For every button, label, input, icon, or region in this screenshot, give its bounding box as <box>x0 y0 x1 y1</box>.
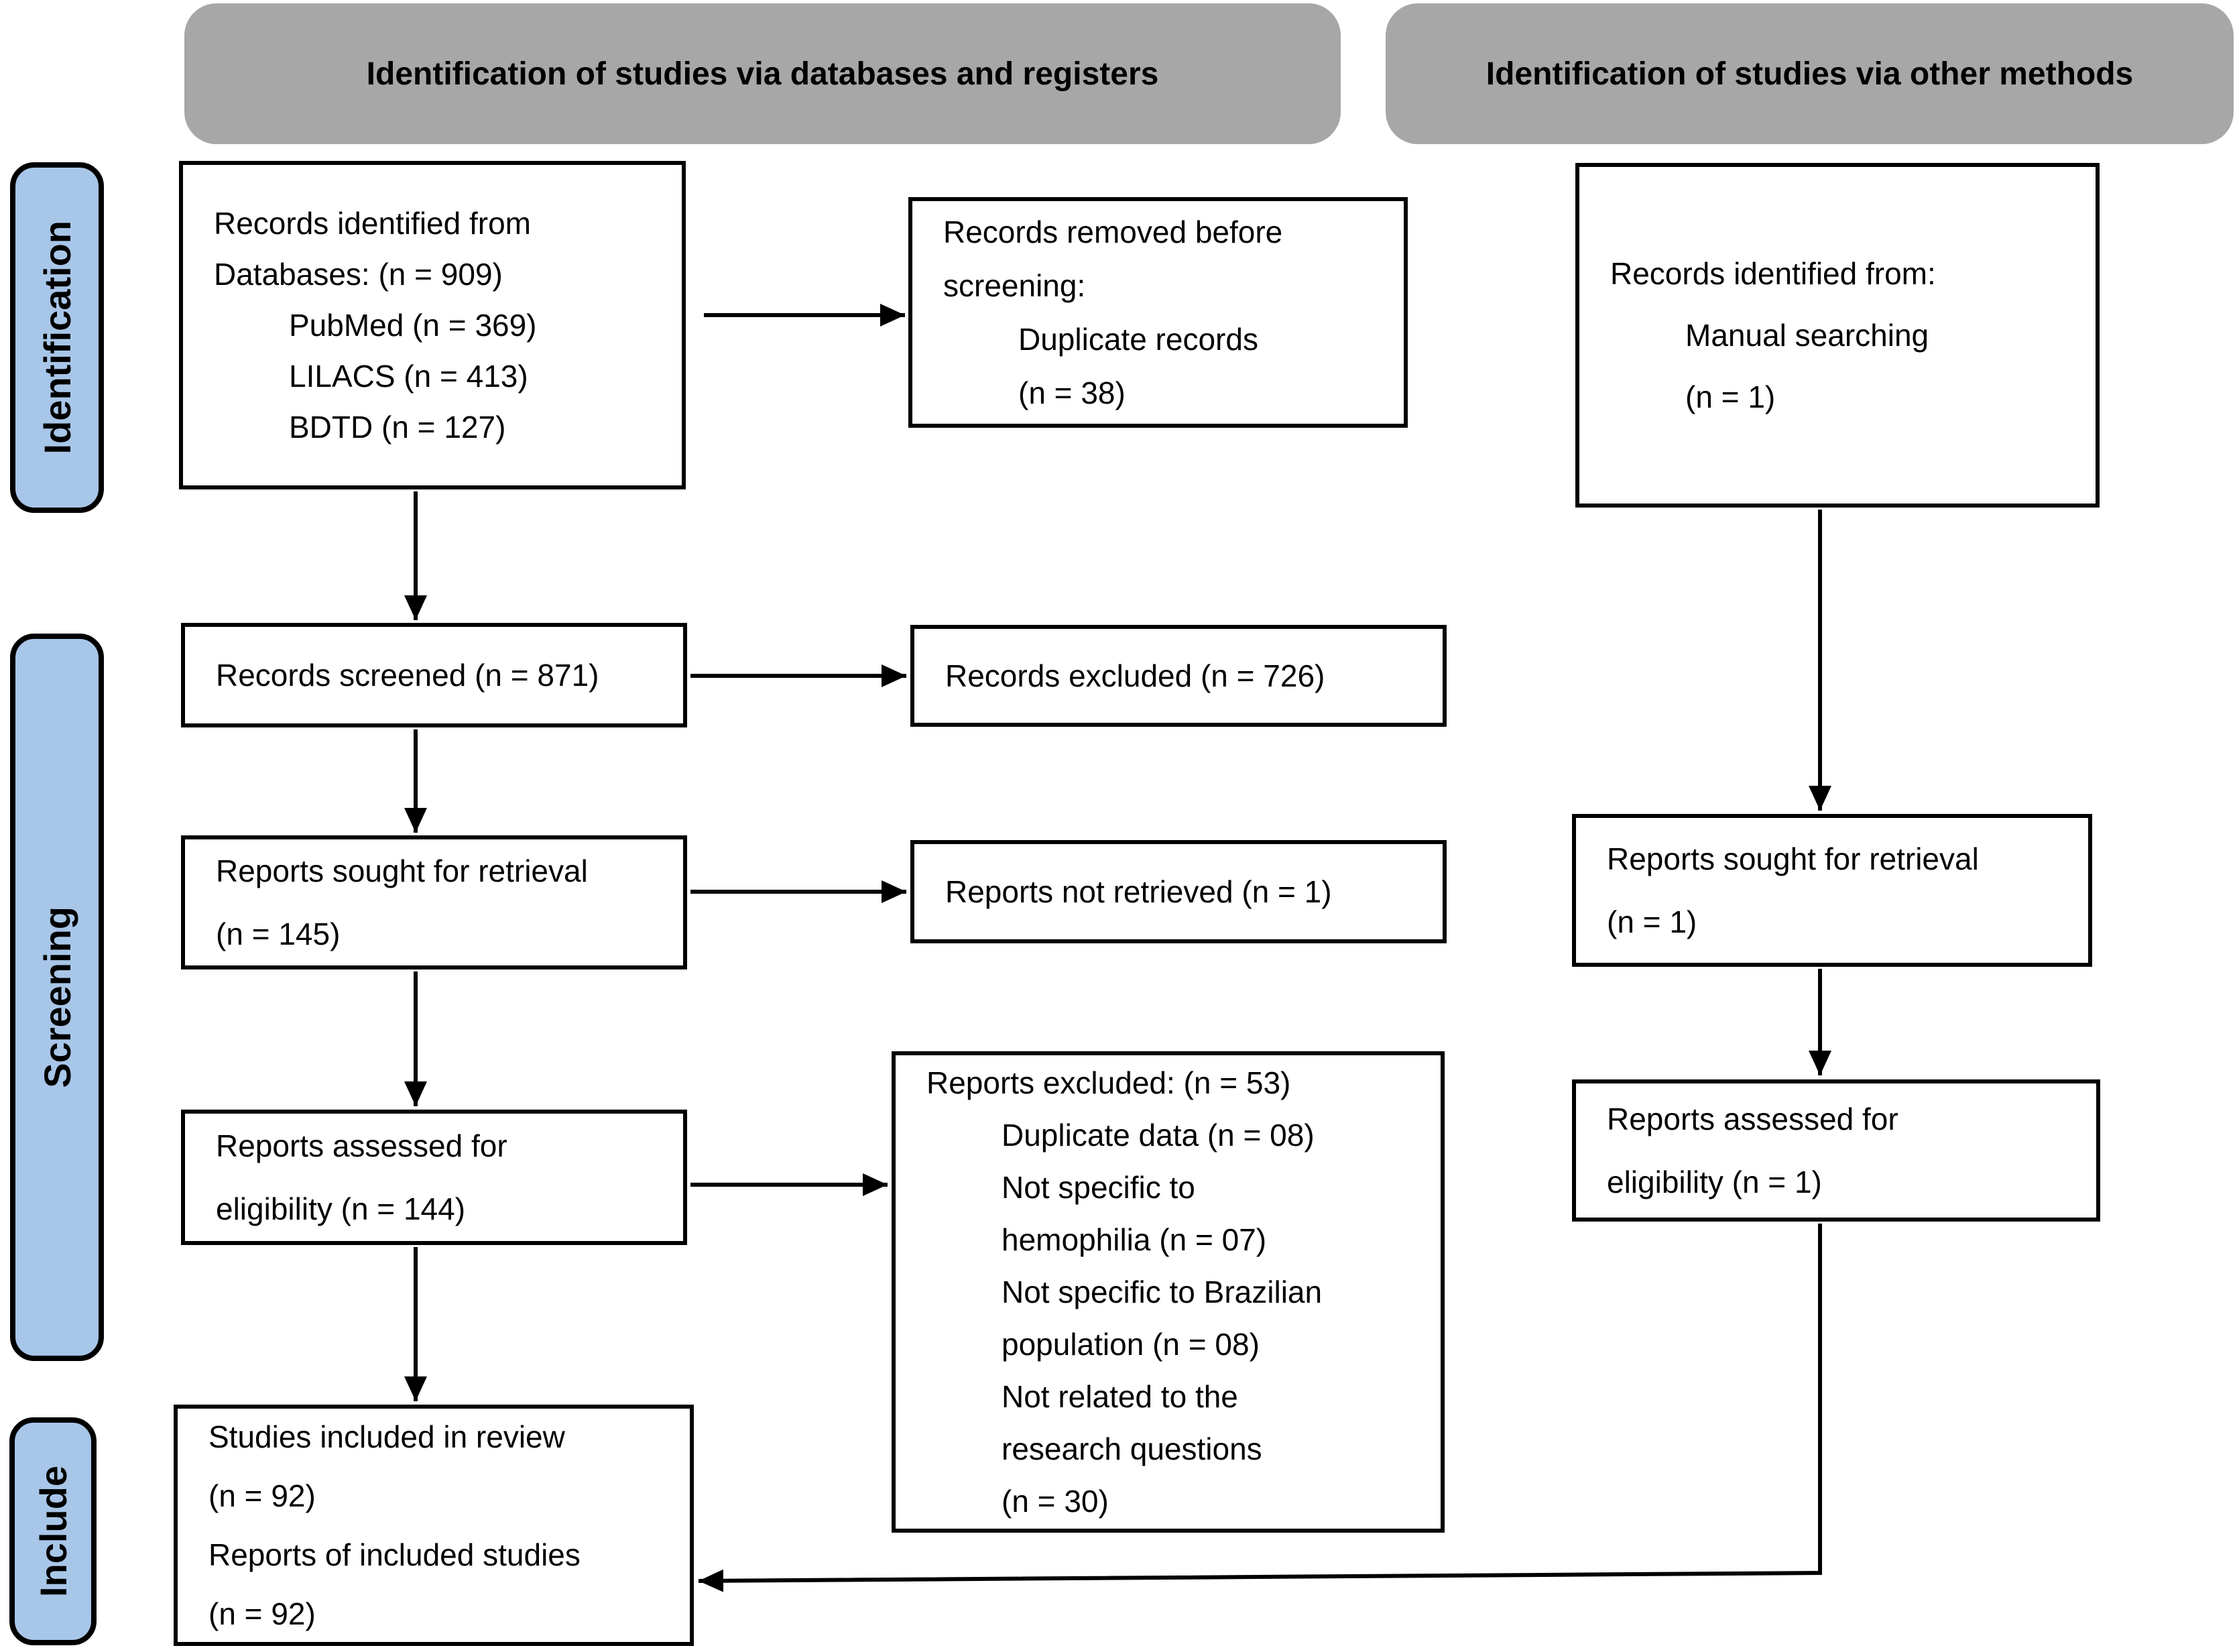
box-text-line: research questions <box>1002 1431 1262 1466</box>
box-text-line: Reports not retrieved (n = 1) <box>945 874 1332 909</box>
box-text-line: PubMed (n = 369) <box>289 308 537 343</box>
stage-label-screening-text: Screening <box>36 906 78 1088</box>
box-records-screened: Records screened (n = 871) <box>181 623 687 727</box>
box-text-line: BDTD (n = 127) <box>289 410 506 445</box>
box-text-line: Not related to the <box>1002 1379 1238 1414</box>
box-records-excluded: Records excluded (n = 726) <box>910 625 1447 727</box>
box-text-line: (n = 1) <box>1685 379 1776 414</box>
stage-label-identification: Identification <box>10 162 104 513</box>
stage-label-screening: Screening <box>10 634 104 1361</box>
header-databases-registers: Identification of studies via databases … <box>184 3 1341 144</box>
box-text-line: Records removed before <box>943 215 1283 249</box>
box-text-line: Studies included in review <box>208 1419 565 1454</box>
box-text-line: Records screened (n = 871) <box>216 658 599 693</box>
box-reports-sought-other: Reports sought for retrieval (n = 1) <box>1572 814 2092 967</box>
box-text-line: (n = 1) <box>1607 904 1697 939</box>
box-reports-assessed-databases: Reports assessed for eligibility (n = 14… <box>181 1110 687 1245</box>
box-text-line: Reports excluded: (n = 53) <box>926 1065 1291 1100</box>
box-text-line: Records excluded (n = 726) <box>945 658 1325 693</box>
box-text-line: Databases: (n = 909) <box>214 257 503 292</box>
box-studies-included: Studies included in review (n = 92) Repo… <box>174 1405 694 1646</box>
box-reports-not-retrieved: Reports not retrieved (n = 1) <box>910 840 1447 943</box>
box-reports-sought-databases: Reports sought for retrieval (n = 145) <box>181 835 687 969</box>
box-text-line: Reports assessed for <box>216 1128 507 1163</box>
box-text-line: Records identified from <box>214 206 531 241</box>
box-text-line: eligibility (n = 144) <box>216 1191 466 1226</box>
box-text-line: Not specific to <box>1002 1170 1195 1205</box>
box-text-line: Duplicate records <box>1018 322 1258 357</box>
stage-label-include: Include <box>9 1417 97 1645</box>
box-text-line: LILACS (n = 413) <box>289 359 528 394</box>
box-text-line: (n = 145) <box>216 917 341 951</box>
box-records-identified-databases: Records identified from Databases: (n = … <box>179 161 686 489</box>
header-other-methods: Identification of studies via other meth… <box>1386 3 2234 144</box>
box-text-line: (n = 92) <box>208 1596 316 1631</box>
box-text-line: Reports sought for retrieval <box>216 853 588 888</box>
box-text-line: (n = 30) <box>1002 1484 1109 1519</box>
box-text-line: Records identified from: <box>1610 256 1936 291</box>
box-text-line: (n = 38) <box>1018 375 1126 410</box>
box-reports-excluded-detail: Reports excluded: (n = 53) Duplicate dat… <box>892 1051 1445 1533</box>
box-reports-assessed-other: Reports assessed for eligibility (n = 1) <box>1572 1079 2100 1222</box>
box-text-line: Manual searching <box>1685 318 1929 353</box>
box-text-line: hemophilia (n = 07) <box>1002 1222 1267 1257</box>
box-text-line: eligibility (n = 1) <box>1607 1165 1822 1199</box>
box-text-line: Duplicate data (n = 08) <box>1002 1118 1315 1153</box>
box-text-line: (n = 92) <box>208 1478 316 1513</box>
box-text-line: population (n = 08) <box>1002 1327 1260 1362</box>
box-text-line: Reports sought for retrieval <box>1607 841 1979 876</box>
box-records-identified-other: Records identified from: Manual searchin… <box>1575 163 2100 508</box>
box-text-line: Reports of included studies <box>208 1537 581 1572</box>
box-text-line: Reports assessed for <box>1607 1102 1898 1136</box>
box-text-line: Not specific to Brazilian <box>1002 1275 1323 1309</box>
box-records-removed: Records removed before screening: Duplic… <box>908 197 1408 428</box>
stage-label-include-text: Include <box>32 1465 74 1598</box>
stage-label-identification-text: Identification <box>36 221 78 455</box>
box-text-line: screening: <box>943 268 1086 303</box>
